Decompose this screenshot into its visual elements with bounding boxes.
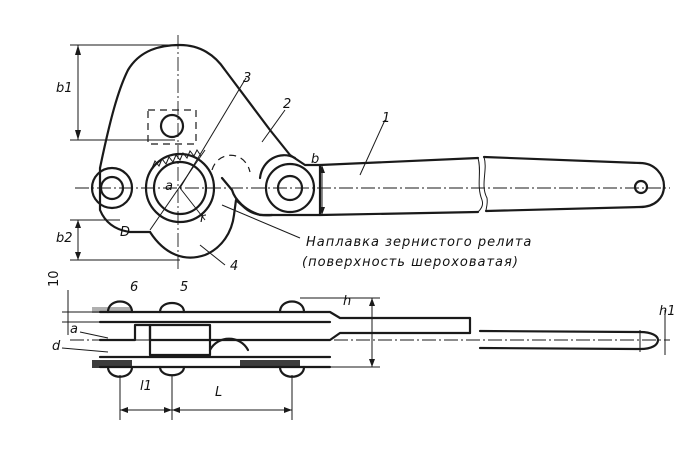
dim-10-lines: [62, 290, 100, 335]
left-eye: [90, 166, 134, 210]
label-part-3: 3: [243, 71, 252, 86]
label-part-2: 2: [283, 97, 292, 112]
handle-right-segment: [482, 155, 666, 213]
upper-dashed-block: [147, 109, 197, 145]
label-b: b: [311, 152, 320, 167]
dim-h-lines: [300, 297, 380, 368]
leader-4: [199, 244, 226, 266]
dim-l-lines: [119, 375, 293, 420]
label-a-bottom: a: [70, 322, 78, 337]
label-d: d: [52, 339, 61, 354]
label-D: D: [120, 225, 131, 240]
pivot-eye: [258, 154, 316, 214]
leader-3: [179, 77, 247, 189]
label-b2: b2: [56, 231, 73, 246]
dashed-notch: [211, 154, 251, 173]
label-part-5: 5: [180, 280, 189, 295]
leader-note: [221, 204, 301, 239]
dim-b-lines: [319, 165, 325, 215]
cam-contour: [148, 198, 274, 259]
ratchet-gear: [144, 149, 216, 224]
label-h1: h1: [659, 304, 676, 319]
leader-a: [79, 331, 109, 339]
label-h: h: [343, 294, 352, 309]
label-part-1: 1: [382, 111, 391, 126]
leader-2: [261, 109, 286, 143]
bottom-handle: [468, 316, 660, 352]
handle-left-segment: [318, 156, 483, 217]
label-10: 10: [47, 270, 62, 287]
dim-b2-lines: [70, 219, 180, 261]
label-a: a: [165, 179, 173, 194]
label-r: r: [200, 211, 206, 226]
radius-r-line: [179, 187, 206, 221]
leader-d: [61, 347, 109, 353]
label-l1: l1: [140, 379, 152, 394]
note-line-2: (поверхность шероховатая): [302, 255, 519, 270]
label-L: L: [215, 385, 223, 400]
note-line-1: Наплавка зернистого релита: [306, 235, 533, 250]
dim-b1-lines: [70, 44, 175, 141]
label-part-4: 4: [230, 259, 239, 274]
label-part-6: 6: [130, 280, 139, 295]
label-b1: b1: [56, 81, 73, 96]
diameter-D-line: [149, 149, 206, 231]
bottom-assembly: [92, 300, 472, 378]
leader-1: [359, 119, 386, 176]
